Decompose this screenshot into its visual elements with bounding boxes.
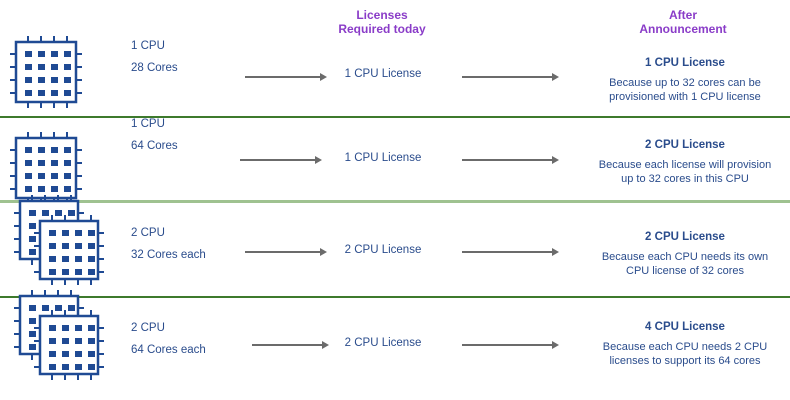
license-after-title: 2 CPU License (645, 231, 725, 243)
arrow-right-icon (245, 73, 327, 81)
header-licenses-today: Licenses Required today (322, 8, 442, 36)
single-cpu-icon (0, 128, 90, 213)
license-after: 2 CPU License Because each license will … (575, 138, 790, 186)
header-line: Licenses (356, 8, 408, 22)
core-count: 64 Cores (131, 140, 178, 152)
license-today: 1 CPU License (344, 68, 422, 80)
license-after-title: 2 CPU License (645, 139, 725, 151)
cpu-spec: 2 CPU 32 Cores each (131, 222, 206, 266)
license-today: 2 CPU License (344, 244, 422, 256)
core-count: 64 Cores each (131, 344, 206, 356)
cpu-count: 1 CPU (131, 40, 165, 52)
dual-cpu-icon (0, 286, 110, 386)
arrow-right-icon (462, 341, 559, 349)
arrow-right-icon (462, 156, 559, 164)
arrow-right-icon (252, 341, 329, 349)
cpu-spec: 1 CPU 28 Cores (131, 35, 178, 79)
license-after: 1 CPU License Because up to 32 cores can… (575, 56, 790, 104)
cpu-count: 2 CPU (131, 227, 165, 239)
header-line: Required today (338, 22, 426, 36)
divider (0, 296, 790, 298)
divider (0, 200, 790, 203)
header-after-announcement: After Announcement (623, 8, 743, 36)
arrow-right-icon (240, 156, 322, 164)
license-today: 2 CPU License (344, 337, 422, 349)
cpu-count: 1 CPU (131, 118, 165, 130)
arrow-right-icon (462, 73, 559, 81)
divider (0, 116, 790, 118)
cpu-spec: 1 CPU 64 Cores (131, 113, 178, 157)
arrow-right-icon (245, 248, 327, 256)
cpu-count: 2 CPU (131, 322, 165, 334)
license-after-title: 1 CPU License (645, 57, 725, 69)
single-cpu-icon (0, 32, 90, 117)
license-after: 2 CPU License Because each CPU needs its… (575, 230, 790, 278)
dual-cpu-icon (0, 191, 110, 291)
core-count: 32 Cores each (131, 249, 206, 261)
license-after-desc: Because each license will provision up t… (598, 159, 772, 185)
license-after-desc: Because each CPU needs its own CPU licen… (601, 251, 769, 277)
header-line: After (668, 8, 697, 22)
core-count: 28 Cores (131, 62, 178, 74)
license-today: 1 CPU License (344, 152, 422, 164)
license-after: 4 CPU License Because each CPU needs 2 C… (575, 320, 790, 368)
arrow-right-icon (462, 248, 559, 256)
license-after-title: 4 CPU License (645, 321, 725, 333)
license-after-desc: Because each CPU needs 2 CPU licenses to… (602, 341, 768, 367)
license-after-desc: Because up to 32 cores can be provisione… (609, 77, 761, 103)
cpu-spec: 2 CPU 64 Cores each (131, 317, 206, 361)
header-line: Announcement (639, 22, 727, 36)
